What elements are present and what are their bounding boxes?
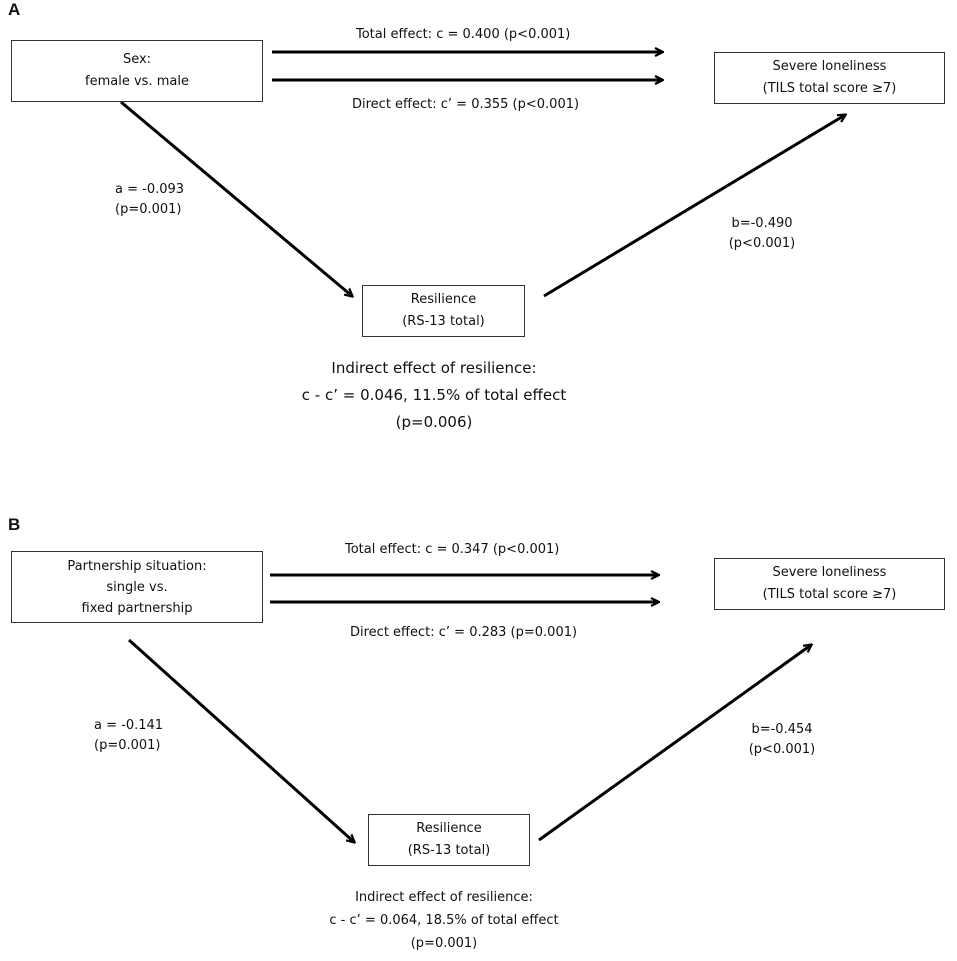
panel-letter: A — [8, 0, 21, 19]
predictor-box: Sex: female vs. male — [11, 40, 263, 102]
a-path-b-arrow — [543, 115, 845, 298]
indirect-effect-note: Indirect effect of resilience: c - c’ = … — [294, 886, 594, 955]
predictor-label: female vs. male — [85, 74, 189, 89]
outcome-label: Severe loneliness — [772, 59, 887, 74]
path-b-coefficient: b=-0.490 — [731, 216, 793, 231]
direct-effect-label: Direct effect: c’ = 0.355 (p<0.001) — [352, 97, 580, 112]
mediator-box: Resilience (RS-13 total) — [362, 285, 525, 337]
outcome-box: Severe loneliness (TILS total score ≥7) — [714, 52, 945, 104]
outcome-label: Severe loneliness — [772, 565, 887, 580]
indirect-effect-note: Indirect effect of resilience: c - c’ = … — [284, 355, 584, 436]
b-path-b-arrow — [538, 645, 811, 842]
indirect-effect-line: c - c’ = 0.046, 11.5% of total effect — [301, 386, 567, 404]
path-a-coefficient: a = -0.141 — [94, 718, 164, 733]
panel-letter: B — [8, 515, 21, 534]
mediator-label: (RS-13 total) — [407, 843, 491, 858]
outcome-label: (TILS total score ≥7) — [762, 587, 897, 602]
path-a-coefficient: a = -0.093 — [115, 182, 185, 197]
predictor-label: single vs. — [106, 579, 168, 595]
path-b-coefficient: b=-0.454 — [751, 722, 813, 737]
a-path-a-arrow — [120, 100, 352, 296]
indirect-effect-line: (p=0.006) — [395, 413, 473, 431]
path-a-p-value: (p=0.001) — [94, 738, 161, 753]
mediator-label: (RS-13 total) — [402, 314, 485, 329]
path-b-p-value: (p<0.001) — [728, 236, 796, 251]
indirect-effect-line: c - c’ = 0.064, 18.5% of total effect — [329, 913, 559, 928]
predictor-label: fixed partnership — [81, 600, 193, 616]
outcome-label: (TILS total score ≥7) — [762, 81, 897, 96]
mediator-label: Resilience — [416, 821, 482, 836]
b-path-a-arrow — [127, 638, 354, 842]
indirect-effect-line: (p=0.001) — [410, 936, 478, 951]
predictor-box: Partnership situation: single vs. fixed … — [11, 551, 263, 623]
mediator-label: Resilience — [410, 292, 477, 307]
path-a-p-value: (p=0.001) — [115, 202, 182, 217]
path-b-p-value: (p<0.001) — [748, 742, 816, 757]
direct-effect-label: Direct effect: c’ = 0.283 (p=0.001) — [350, 625, 578, 640]
total-effect-label: Total effect: c = 0.347 (p<0.001) — [345, 542, 560, 557]
mediator-box: Resilience (RS-13 total) — [368, 814, 530, 866]
predictor-label: Partnership situation: — [67, 558, 207, 574]
outcome-box: Severe loneliness (TILS total score ≥7) — [714, 558, 945, 610]
predictor-label: Sex: — [122, 52, 152, 67]
indirect-effect-line: Indirect effect of resilience: — [331, 359, 537, 377]
indirect-effect-line: Indirect effect of resilience: — [355, 890, 533, 905]
total-effect-label: Total effect: c = 0.400 (p<0.001) — [356, 27, 571, 42]
